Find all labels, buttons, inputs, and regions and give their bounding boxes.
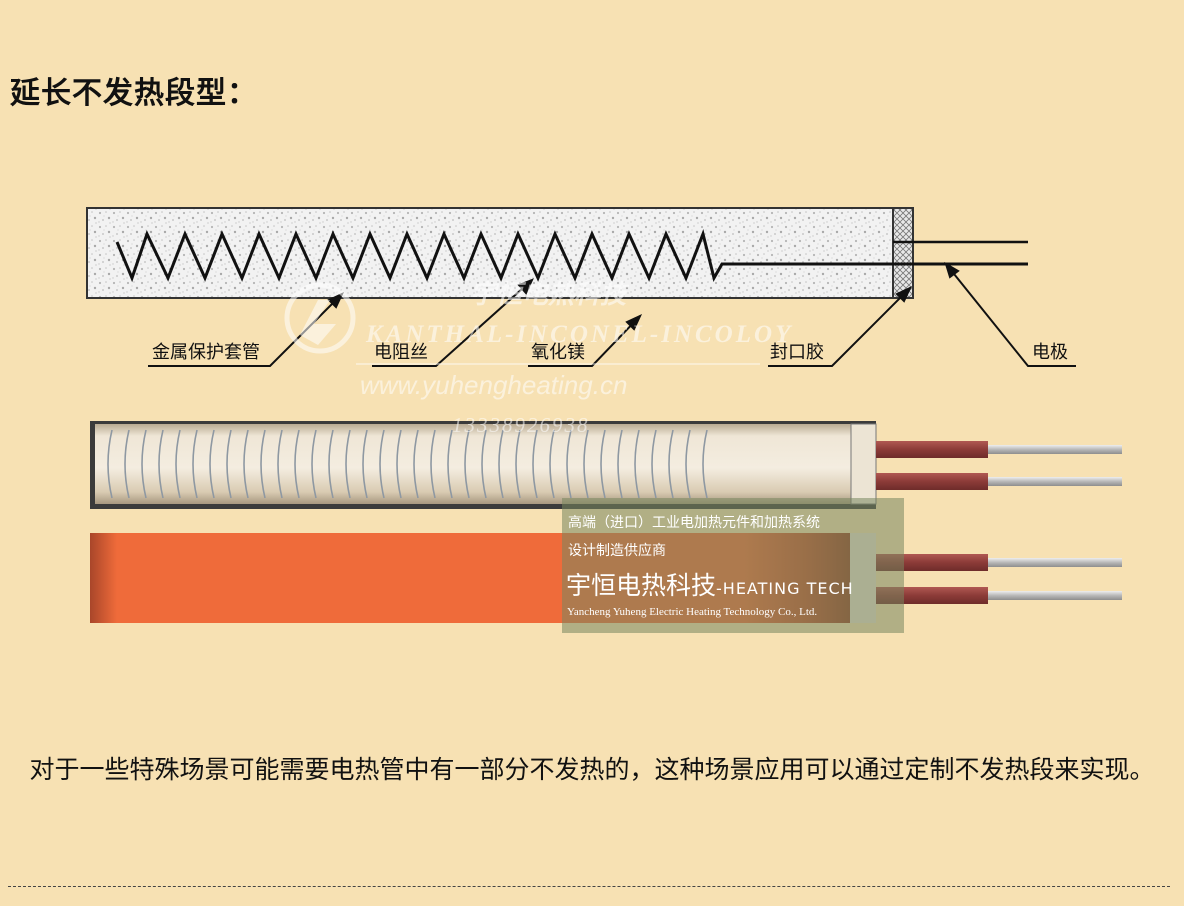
resistance-coil: [115, 229, 1028, 283]
coil-turn: [447, 429, 453, 499]
company-banner: 高端（进口）工业电加热元件和加热系统 设计制造供应商 宇恒电热科技-HEATIN…: [562, 498, 904, 633]
section-heading: 延长不发热段型：: [10, 76, 258, 111]
coil-turn: [209, 429, 215, 499]
coil-turn: [515, 429, 521, 499]
coil-turn: [311, 429, 317, 499]
label-sheath: 金属保护套管: [152, 342, 260, 363]
coil-turn: [617, 429, 623, 499]
label-resistance-wire: 电阻丝: [374, 342, 428, 363]
coil-turn: [481, 429, 487, 499]
coil-turn: [243, 429, 249, 499]
part-labels: 金属保护套管 电阻丝 氧化镁 封口胶 电极: [152, 342, 1068, 363]
coil-turn: [328, 429, 334, 499]
coil-turn: [566, 429, 572, 499]
coil-turn: [600, 429, 606, 499]
coil-turn: [379, 429, 385, 499]
coil-turn: [124, 429, 130, 499]
watermark-phone: 13338926938: [452, 413, 590, 437]
coil-turn: [651, 429, 657, 499]
dashed-divider: [8, 886, 1170, 887]
banner-brand: 宇恒电热科技-HEATING TECH: [566, 566, 854, 602]
label-magnesium-oxide: 氧化镁: [531, 342, 585, 363]
coil-turn: [702, 429, 708, 499]
coil-turn: [396, 429, 402, 499]
cross-section: [86, 207, 1028, 299]
coil-turn: [668, 429, 674, 499]
coil-turn: [464, 429, 470, 499]
coil-turn: [141, 429, 147, 499]
banner-brand-cn: 宇恒电热科技: [566, 571, 717, 600]
banner-subtitle: 设计制造供应商: [568, 543, 666, 559]
coil-turn: [362, 429, 368, 499]
coil-turn: [226, 429, 232, 499]
tube-end-seal: [850, 423, 877, 505]
watermark-brand: 宇恒电热科技: [470, 280, 630, 309]
coil-turn: [413, 429, 419, 499]
internal-coil: [107, 429, 708, 499]
banner-tagline: 高端（进口）工业电加热元件和加热系统: [568, 515, 820, 531]
coil-turn: [175, 429, 181, 499]
coil-turn: [685, 429, 691, 499]
coil-turn: [532, 429, 538, 499]
coil-turn: [192, 429, 198, 499]
description-text: 对于一些特殊场景可能需要电热管中有一部分不发热的，这种场景应用可以通过定制不发热…: [29, 755, 1155, 784]
label-sealant: 封口胶: [770, 342, 824, 363]
coil-turn: [277, 429, 283, 499]
coil-turn: [583, 429, 589, 499]
watermark-alloys: KANTHAL-INCONEL-INCOLOY: [365, 321, 793, 348]
tube2-leads: [876, 554, 1122, 604]
coil-turn: [107, 429, 113, 499]
label-electrode: 电极: [1032, 342, 1068, 363]
coil-turn: [294, 429, 300, 499]
coil-turn: [549, 429, 555, 499]
tube1-leads: [876, 441, 1122, 490]
coil-turn: [158, 429, 164, 499]
coil-turn: [430, 429, 436, 499]
sealant-block: [892, 207, 914, 299]
coil-turn: [634, 429, 640, 499]
watermark: 宇恒电热科技 KANTHAL-INCONEL-INCOLOY www.yuhen…: [284, 280, 793, 437]
coil-turn: [498, 429, 504, 499]
watermark-url: www.yuhengheating.cn: [360, 370, 627, 400]
coil-turn: [345, 429, 351, 499]
coil-turn: [260, 429, 266, 499]
banner-brand-suffix: -HEATING TECH: [716, 579, 854, 598]
watermark-logo: [284, 282, 356, 354]
tube-internal-view: [90, 421, 877, 509]
banner-company-english: Yancheng Yuheng Electric Heating Technol…: [567, 606, 818, 618]
